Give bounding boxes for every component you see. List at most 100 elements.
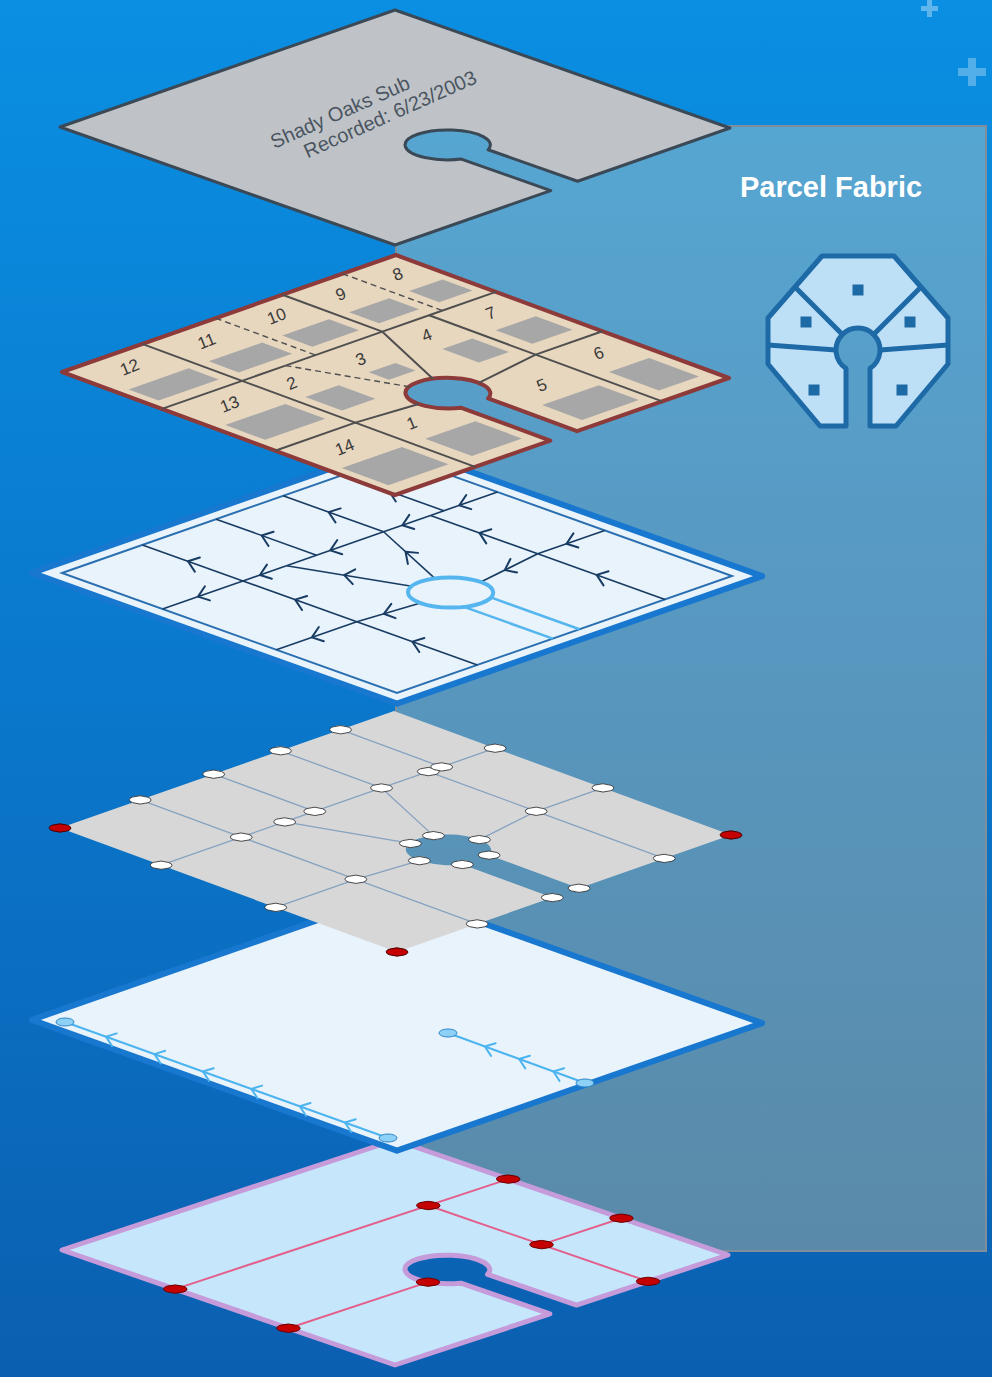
control-point xyxy=(605,1213,638,1224)
line-endpoint xyxy=(379,1134,397,1142)
lots-outline xyxy=(62,255,729,495)
direction-arrow xyxy=(312,627,324,641)
direction-arrow xyxy=(262,532,274,546)
record-layer: Shady Oaks SubRecorded: 6/23/2003 xyxy=(60,10,732,246)
lots-layer xyxy=(62,255,729,495)
lot-number: 6 xyxy=(591,343,607,365)
fabric-point xyxy=(404,855,435,866)
lot-line xyxy=(282,295,382,332)
decor-cross xyxy=(958,58,986,86)
parcel-edge xyxy=(428,772,536,812)
direction-arrow xyxy=(188,558,200,572)
icon-square xyxy=(905,317,916,328)
parcel-line xyxy=(283,496,383,532)
direction-arrow xyxy=(295,596,307,610)
street-line xyxy=(490,597,579,629)
lot-number-holder: 1 xyxy=(404,413,420,435)
street-line xyxy=(463,607,552,639)
decor-cross xyxy=(921,0,938,17)
parcel-line xyxy=(243,581,357,622)
lot-number: 9 xyxy=(333,283,349,305)
direction-arrow xyxy=(329,508,341,522)
direction-arrow xyxy=(505,559,517,572)
parcel-edge xyxy=(140,800,241,837)
lot-number: 12 xyxy=(118,355,143,381)
lot-number-holder: 6 xyxy=(591,343,607,365)
building-footprint xyxy=(305,385,375,410)
fabric-point xyxy=(537,892,568,903)
fabric-point xyxy=(146,860,177,871)
lot-number-holder: 9 xyxy=(333,283,349,305)
lot-number: 11 xyxy=(195,329,219,355)
fabric-point xyxy=(480,743,511,754)
lot-number-holder: 8 xyxy=(389,264,405,286)
control-point xyxy=(272,1323,305,1334)
points-layer-fill xyxy=(60,711,731,952)
icon-divider xyxy=(880,345,948,350)
parcel-edge xyxy=(356,879,477,924)
panel-title: Parcel Fabric xyxy=(740,170,922,205)
fabric-point xyxy=(588,782,619,793)
lot-number: 7 xyxy=(483,303,499,325)
direction-arrow xyxy=(485,1043,496,1056)
lot-line xyxy=(285,354,410,399)
parcel-line xyxy=(357,622,478,665)
fabric-point xyxy=(447,859,478,870)
icon-outline xyxy=(768,256,948,426)
fabric-point xyxy=(564,883,595,894)
cul-de-sac-line xyxy=(390,571,511,614)
direction-arrow xyxy=(203,1068,214,1081)
fabric-point xyxy=(340,874,371,885)
parcel-edge xyxy=(161,837,241,865)
building-footprint xyxy=(342,447,449,485)
fabric-line xyxy=(65,1022,388,1138)
direction-arrow xyxy=(260,565,272,579)
fabric-point xyxy=(474,850,505,861)
fabric-point xyxy=(366,782,397,793)
record-layer-shape xyxy=(60,10,732,246)
fabric-point xyxy=(426,761,457,772)
control-point xyxy=(159,1283,192,1294)
lot-line xyxy=(429,315,536,354)
fabric-point xyxy=(198,769,229,780)
lot-number-holder: 14 xyxy=(333,435,358,461)
control-point xyxy=(716,829,747,840)
building-footprint xyxy=(349,298,419,323)
control-point xyxy=(525,1239,558,1250)
lot-line xyxy=(285,332,382,366)
lot-number-holder: 11 xyxy=(195,329,219,355)
parcel-line xyxy=(384,515,431,531)
parcel-line xyxy=(163,581,243,609)
control-point xyxy=(411,1276,444,1287)
building-footprint xyxy=(409,279,472,302)
lines-layer-lines xyxy=(56,1018,594,1142)
control-point xyxy=(631,1276,664,1287)
lot-line xyxy=(242,366,285,381)
parcel-line xyxy=(538,554,665,600)
parcel-edge xyxy=(214,774,315,811)
parcel-line xyxy=(286,554,411,599)
boundary-line xyxy=(175,1179,508,1289)
parcel-line xyxy=(431,492,498,515)
lot-number: 14 xyxy=(333,435,358,461)
control-point xyxy=(382,946,413,957)
parcel-line xyxy=(142,545,243,581)
parcel-line xyxy=(286,532,383,566)
fabric-point xyxy=(299,806,330,817)
building-footprint xyxy=(282,319,359,346)
direction-arrow xyxy=(345,1119,356,1132)
boundary-line xyxy=(428,1206,648,1282)
fabric-point xyxy=(265,745,296,756)
direction-arrow xyxy=(553,1068,564,1081)
fabric-line xyxy=(448,1033,585,1083)
parcel-edge xyxy=(536,811,664,858)
lot-number-holder: 7 xyxy=(483,303,499,325)
parcel-line-arrows xyxy=(188,487,609,652)
building-footprint xyxy=(542,385,639,420)
lot-number: 10 xyxy=(265,304,290,330)
parcel-line xyxy=(431,515,538,553)
fabric-point xyxy=(462,918,493,929)
record-outline xyxy=(60,10,730,245)
icon-divider xyxy=(795,287,842,334)
